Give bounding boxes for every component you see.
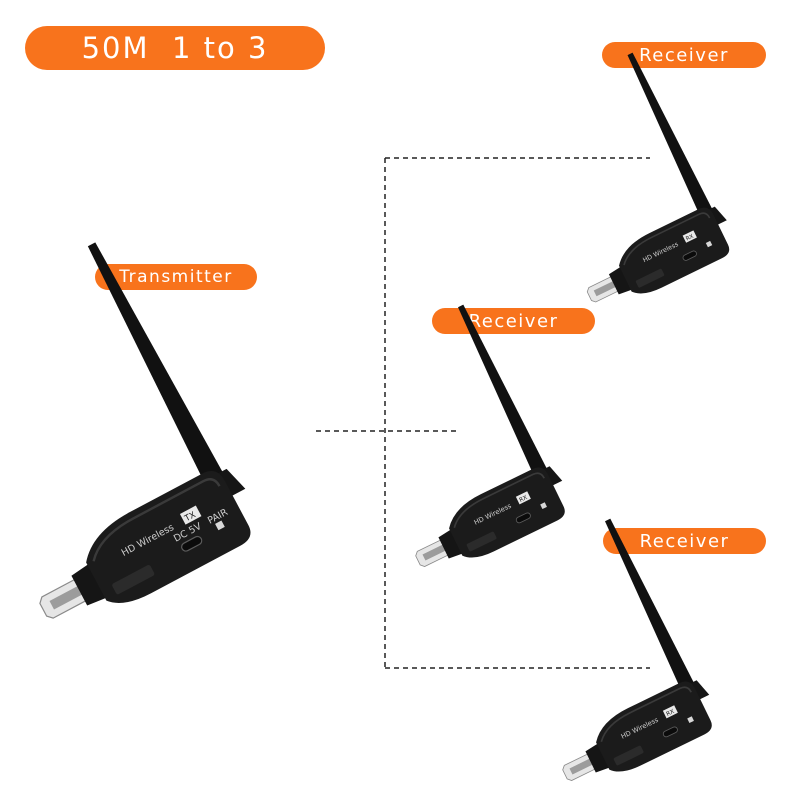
transmitter-label: Transmitter [95,264,257,290]
transmitter-label-text: Transmitter [119,267,233,287]
receiver-1-badge [682,230,697,243]
receiver-2-badge-text: RX [519,495,529,504]
receiver-1-badge-text: RX [685,234,695,243]
receiver-2-label-text: Receiver [468,310,559,332]
receiver-3-device: HD Wireless RX [472,512,725,798]
transmitter-badge [179,505,202,525]
title-text: 50M 1 to 3 [81,31,269,65]
link-lines [316,157,650,669]
receiver-2-badge [515,491,531,505]
receiver-3-label-text: Receiver [639,530,730,552]
receiver-2-label: Receiver [432,308,595,334]
transmitter-device: HD Wireless TX DC 5V PAIR [0,233,270,643]
receiver-3-badge [662,705,678,719]
receiver-1-label-text: Receiver [639,44,729,66]
receiver-1-device: HD Wireless RX [500,46,742,319]
receiver-3-label: Receiver [603,528,766,554]
title-badge: 50M 1 to 3 [25,26,325,70]
receiver-2-device: HD Wireless RX [325,298,578,584]
receiver-3-badge-text: RX [666,709,676,718]
